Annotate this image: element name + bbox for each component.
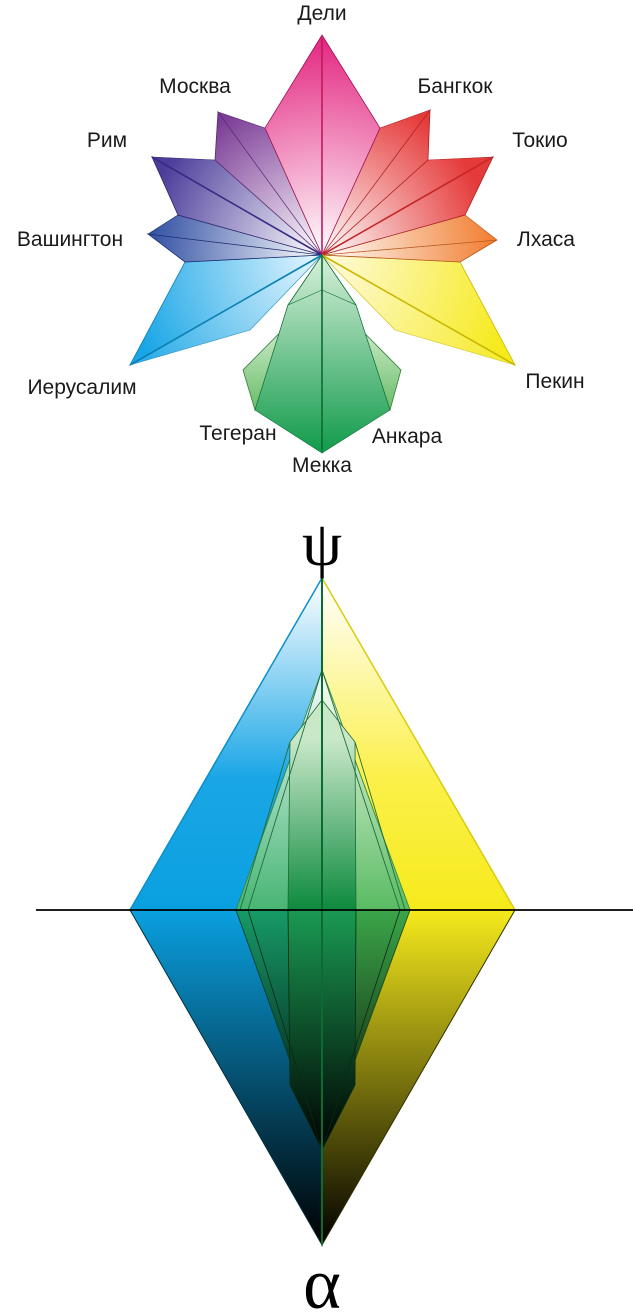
label-tehran: Тегеран	[199, 422, 276, 445]
label-lhasa: Лхаса	[517, 228, 575, 251]
psi-symbol: ψ	[302, 508, 342, 579]
label-bangkok: Бангкок	[417, 75, 493, 98]
alpha-symbol: α	[303, 1244, 341, 1316]
label-mecca: Мекка	[292, 454, 352, 477]
label-washington: Вашингтон	[17, 228, 123, 251]
label-beijing: Пекин	[525, 370, 584, 393]
label-tokyo: Токио	[512, 129, 567, 152]
star-rays	[129, 38, 516, 450]
label-delhi: Дели	[297, 2, 346, 25]
inner-green-lower-edges	[247, 909, 401, 1151]
color-star	[128, 34, 517, 454]
city-labels: Дели Москва Бангкок Рим Токио Вашингтон …	[17, 2, 585, 477]
double-pyramid	[36, 575, 633, 1247]
label-rome: Рим	[87, 129, 127, 152]
inner-green-edges	[239, 669, 406, 911]
label-ankara: Анкара	[372, 425, 443, 448]
label-moscow: Москва	[159, 75, 231, 98]
label-jerusalem: Иерусалим	[27, 376, 136, 399]
